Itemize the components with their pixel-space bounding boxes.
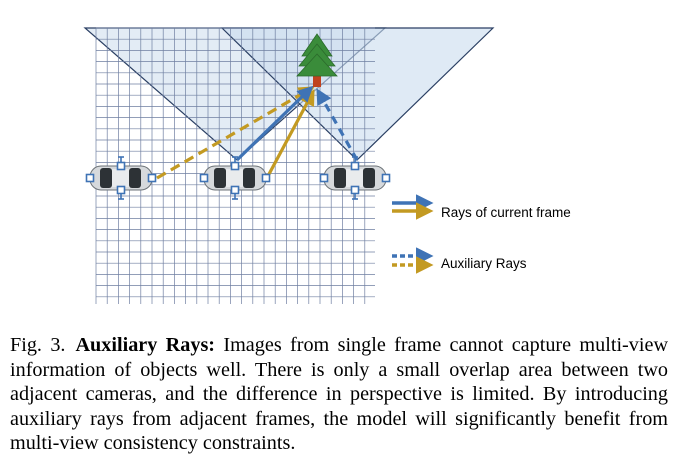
camera-icon xyxy=(230,185,240,195)
current-ray-blue xyxy=(235,85,314,162)
camera-icon xyxy=(116,161,126,171)
camera-icon xyxy=(116,185,126,195)
camera-icon xyxy=(350,185,360,195)
figure-caption: Fig. 3. Auxiliary Rays: Images from singl… xyxy=(10,333,668,456)
auxiliary-ray-gold xyxy=(156,86,315,180)
tree-icon xyxy=(296,33,338,87)
camera-icon xyxy=(261,173,271,183)
camera-icon xyxy=(230,161,240,171)
legend-auxiliary-rays-label: Auxiliary Rays xyxy=(441,256,527,271)
camera-icon xyxy=(199,173,209,183)
legend-auxiliary-rays: Auxiliary Rays xyxy=(392,247,527,274)
current-ray-gold xyxy=(266,89,315,177)
legend: Rays of current frame Auxiliary Rays xyxy=(392,194,571,274)
camera-icon xyxy=(147,173,157,183)
car-icon xyxy=(85,156,157,200)
car-icon xyxy=(319,156,391,200)
caption-title: Auxiliary Rays: xyxy=(75,334,216,356)
figure-illustration: Rays of current frame Auxiliary Rays xyxy=(83,27,571,304)
legend-current-rays: Rays of current frame xyxy=(392,194,571,220)
ground-grid xyxy=(95,27,375,304)
legend-current-rays-label: Rays of current frame xyxy=(441,205,571,220)
car-icon xyxy=(199,156,271,200)
camera-icon xyxy=(350,161,360,171)
rays xyxy=(156,85,359,180)
caption-label: Fig. 3. xyxy=(10,334,66,356)
camera-icon xyxy=(85,173,95,183)
camera-icon xyxy=(319,173,329,183)
camera-icon xyxy=(381,173,391,183)
caption-text: Images from single frame cannot capture … xyxy=(10,334,669,455)
